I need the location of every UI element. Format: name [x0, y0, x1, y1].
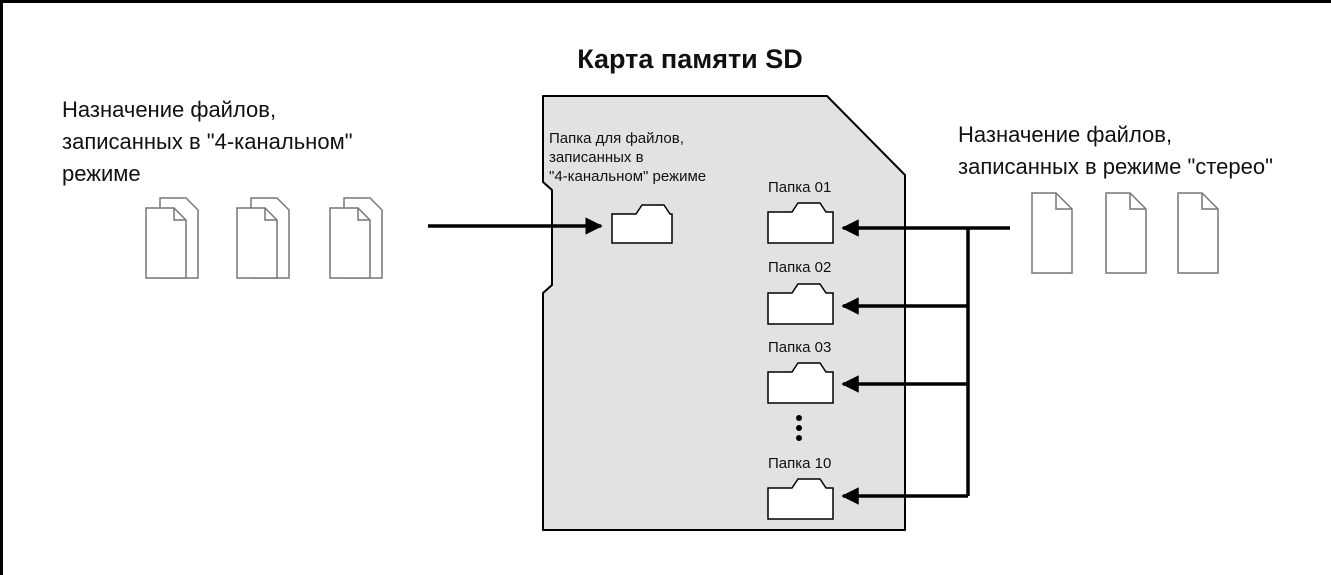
right-label-line2: записанных в режиме "стерео" — [958, 154, 1273, 179]
folder-03-label: Папка 03 — [768, 339, 832, 356]
folder-03-icon — [767, 362, 834, 404]
four-channel-files-icon — [145, 197, 383, 279]
four-channel-folder-icon — [611, 204, 673, 244]
left-label-line2: записанных в "4-канальном" — [62, 129, 353, 154]
folder-01-icon — [767, 202, 834, 244]
folder-10-label: Папка 10 — [768, 455, 832, 472]
folder-02-icon — [767, 283, 834, 325]
left-label-line3: режиме — [62, 161, 141, 186]
diagram-title: Карта памяти SD — [577, 44, 803, 74]
stereo-distribution-arrows — [841, 219, 1010, 505]
card-folder-label-line3: "4-канальном" режиме — [549, 168, 707, 185]
left-label-line1: Назначение файлов, — [62, 97, 277, 122]
folder-10-icon — [767, 478, 834, 520]
stereo-files-icon — [1031, 192, 1219, 274]
right-label-line1: Назначение файлов, — [958, 122, 1173, 147]
card-folder-label-line1: Папка для файлов, — [549, 130, 684, 147]
card-folder-label-line2: записанных в — [549, 149, 644, 166]
folder-01-label: Папка 01 — [768, 179, 832, 196]
folder-02-label: Папка 02 — [768, 259, 832, 276]
ellipsis-dots — [796, 415, 802, 441]
